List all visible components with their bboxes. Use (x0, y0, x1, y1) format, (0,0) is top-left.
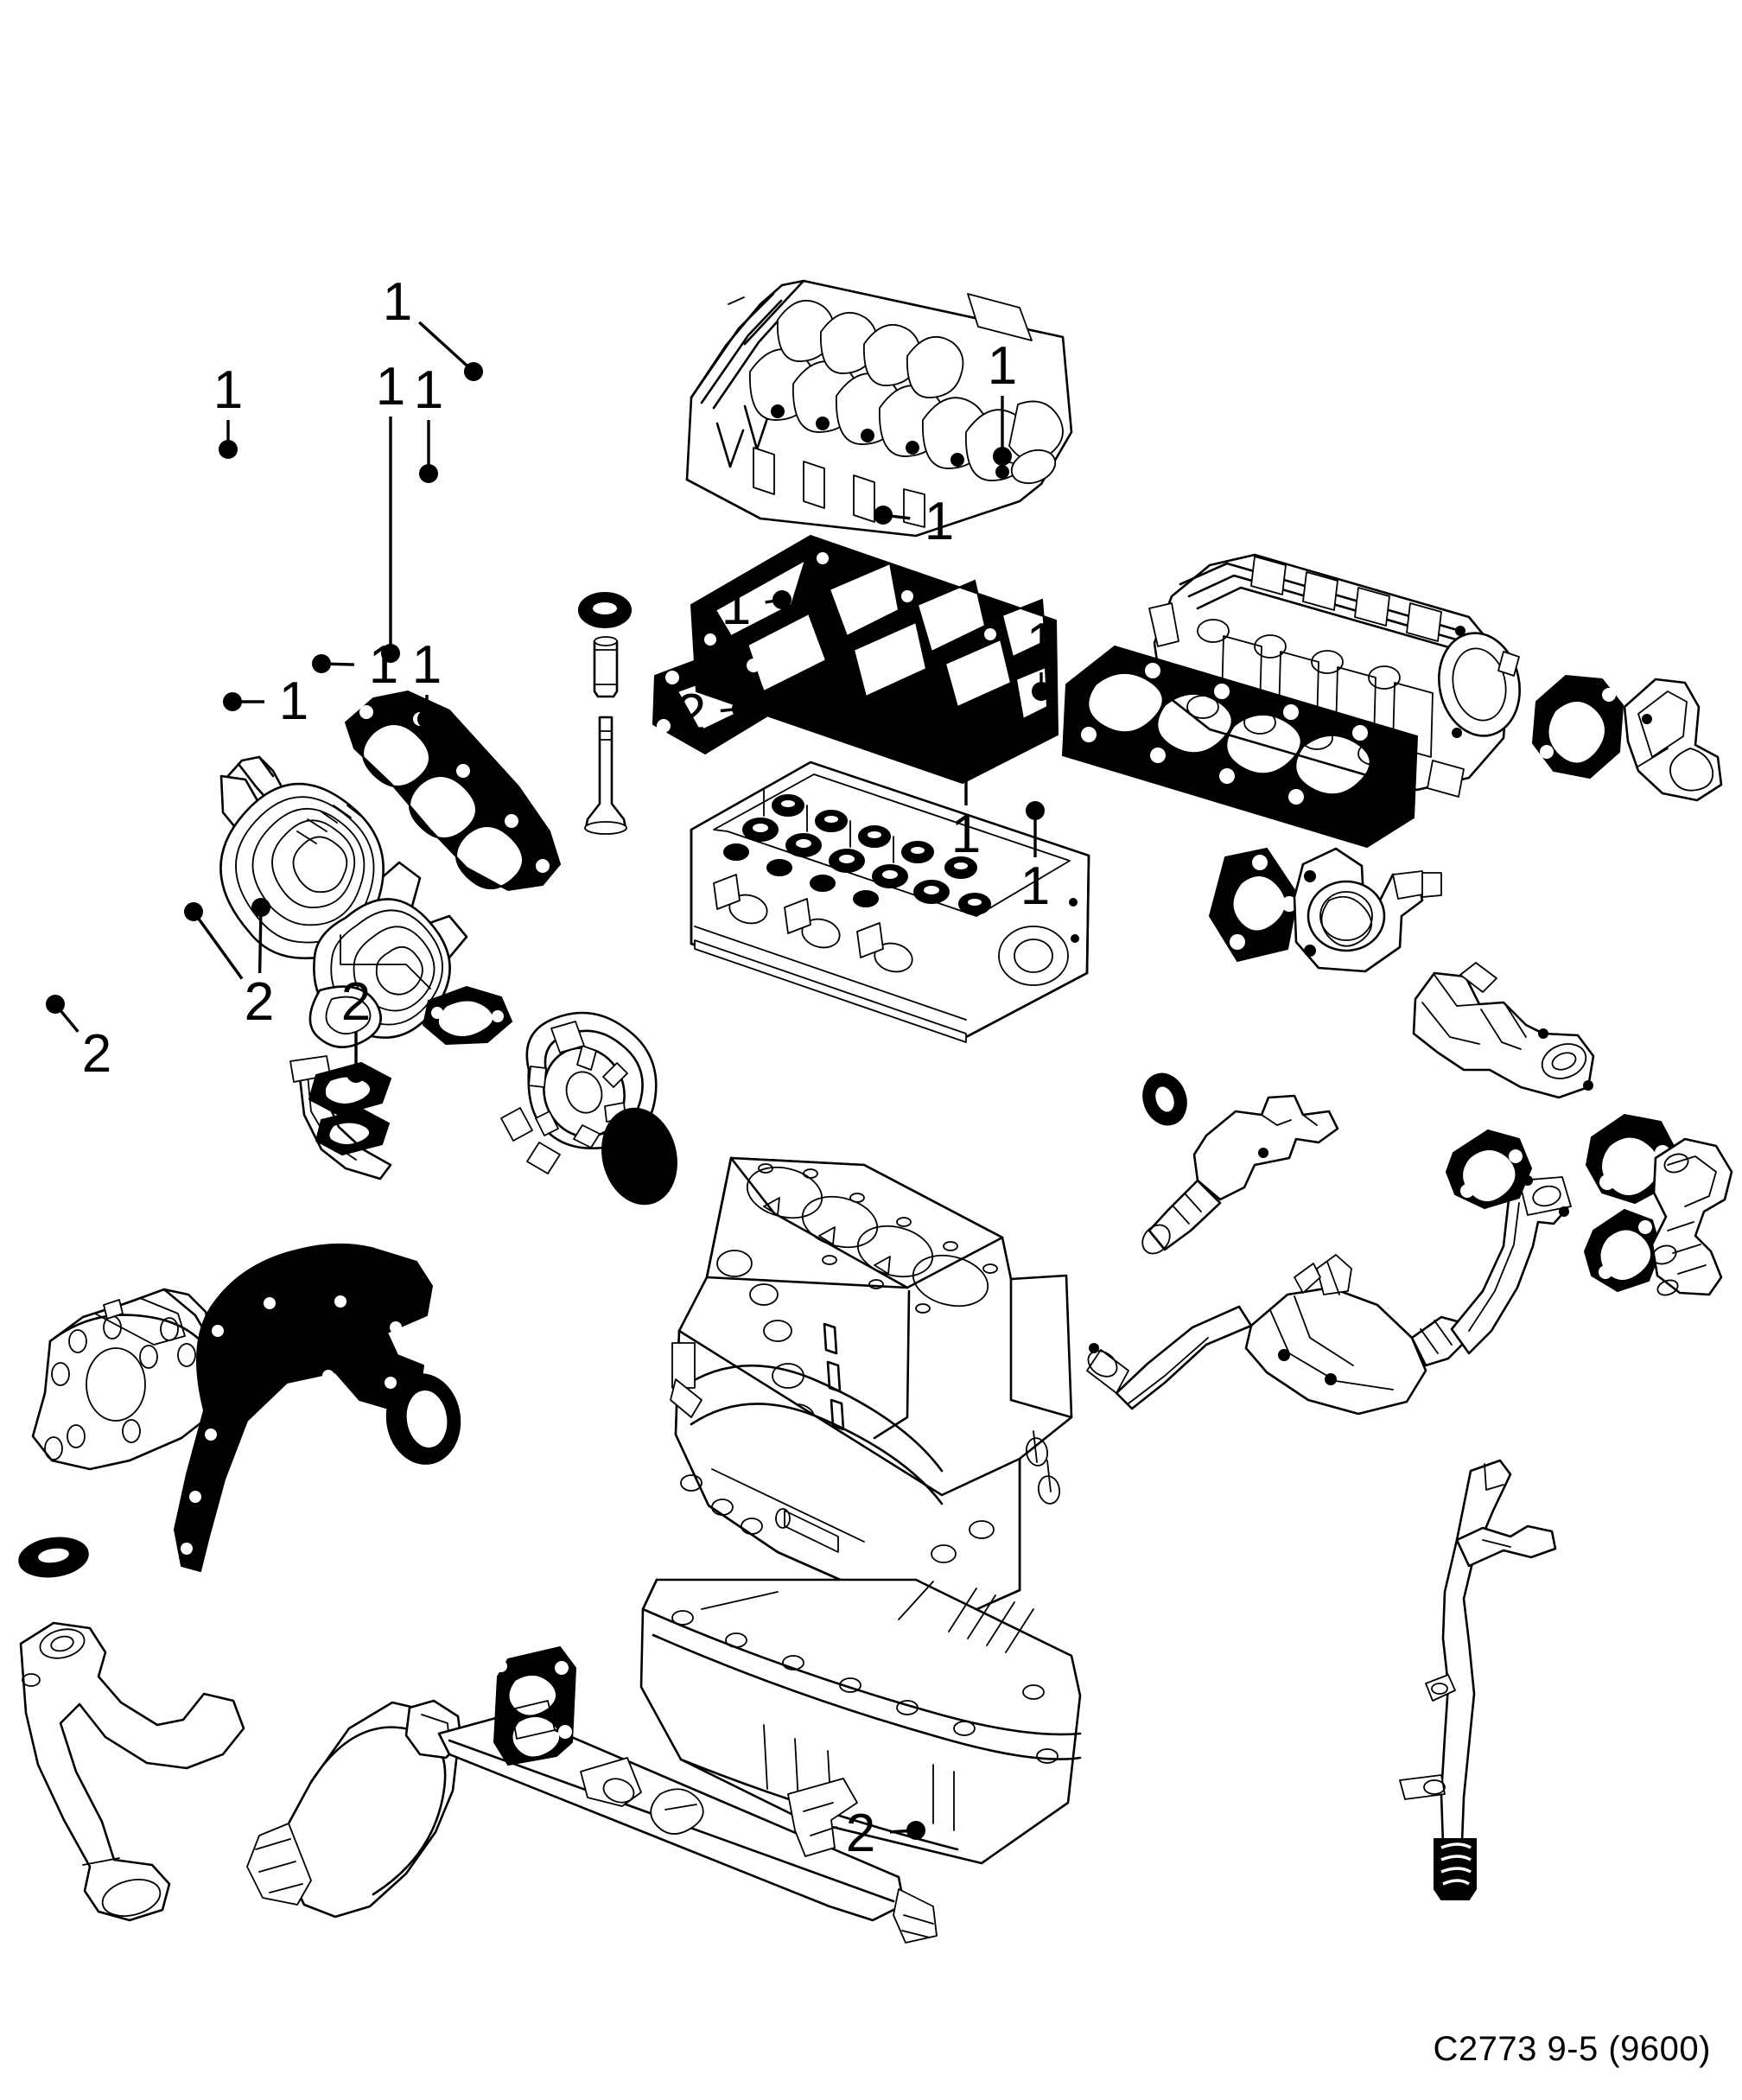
callout-anchor-dot (957, 751, 976, 770)
callout-number: 1 (368, 635, 399, 695)
part-oil-pan (639, 1578, 1082, 1865)
part-egr-cooler (1244, 1254, 1467, 1416)
callout-leader-lines (46, 321, 1051, 1840)
callout-number: 1 (1026, 613, 1057, 672)
callout-anchor-dot (223, 692, 242, 711)
part-vacuum-pump-gasket (1208, 847, 1300, 963)
part-injector (1141, 1094, 1339, 1255)
callout-number: 1 (924, 492, 955, 551)
part-oil-return-pipe (246, 1699, 938, 1944)
callout-number: 1 (375, 357, 406, 417)
part-turbocharger (219, 755, 468, 1180)
callout-number: 2 (244, 972, 275, 1032)
part-thermostat-housing (1623, 678, 1723, 802)
part-camshaft-carrier-cover (685, 279, 1073, 538)
callout-number: 1 (721, 576, 752, 636)
callout-number: 2 (676, 684, 707, 743)
callout-anchor-dot (312, 654, 331, 673)
part-cam-cover-gasket (690, 534, 1059, 785)
part-front-cover-gasket (174, 1243, 433, 1572)
callout-anchor-dot (874, 506, 893, 525)
part-intake-manifold-face-gasket (1531, 674, 1624, 780)
callout-number: 2 (340, 972, 372, 1032)
part-valve-stem-seal (578, 592, 632, 628)
callout-number: 1 (1020, 856, 1051, 916)
callout-number: 1 (413, 360, 444, 420)
callout-number: 1 (987, 336, 1018, 396)
part-water-pump (500, 1011, 658, 1174)
callout-anchor-dot (346, 1064, 366, 1083)
callout-number: 1 (382, 272, 413, 332)
part-engine-block (670, 1156, 1073, 1626)
part-valve-guide (593, 636, 619, 698)
callout-leader-line (257, 907, 263, 974)
part-intake-manifold-gasket-right (1061, 645, 1419, 849)
part-intake-port-gasket (652, 640, 772, 755)
part-egr-pipe (1086, 1175, 1572, 1410)
callout-anchor-dot (419, 464, 438, 483)
part-front-cover (31, 1288, 216, 1471)
part-turbo-oil-feed-gasket (308, 1061, 392, 1156)
part-water-pump-o-ring (601, 1107, 677, 1206)
callout-anchor-dot (772, 590, 792, 609)
callout-anchor-dot (251, 898, 270, 917)
part-egr-cooler-gasket (1445, 1129, 1533, 1210)
part-crankshaft-front-seal (385, 1373, 461, 1465)
callout-anchor-dot (219, 440, 238, 459)
callout-anchor-dot (993, 447, 1012, 466)
sheet-caption: C2773 9-5 (9600) (1433, 2030, 1711, 2068)
callout-number: 2 (81, 1024, 112, 1084)
callout-anchor-dot (1026, 801, 1045, 820)
part-egr-valve (1412, 962, 1595, 1099)
part-valve (584, 716, 627, 835)
callout-number: 2 (845, 1804, 876, 1863)
part-egr-outlet-elbow (1650, 1137, 1733, 1296)
callout-anchor-dot (417, 710, 436, 729)
callout-anchor-dot (906, 1821, 925, 1840)
callout-number: 1 (213, 360, 244, 420)
part-egr-valve-gasket (1583, 1208, 1663, 1293)
callout-leader-line (418, 321, 475, 373)
callout-number: 1 (411, 635, 442, 695)
callout-anchor-dot (381, 644, 400, 663)
part-dipstick-tube-seal (1434, 1838, 1477, 1900)
callout-number: 2 (244, 972, 275, 1032)
callout-anchor-dot (184, 902, 203, 921)
part-dipstick-tube (1399, 1459, 1557, 1846)
part-cylinder-head (690, 760, 1090, 1043)
callout-anchor-dot (1032, 682, 1051, 701)
part-turbo-outlet-gasket (340, 934, 513, 1046)
part-vacuum-pump (1293, 847, 1442, 973)
callout-anchor-dot (464, 362, 483, 381)
part-oil-pipe-o-ring (18, 1537, 89, 1578)
callout-number: 1 (278, 671, 309, 731)
part-injector-seal-washer (1142, 1072, 1187, 1126)
callout-anchor-dot (46, 995, 65, 1014)
callout-number: 1 (950, 805, 982, 864)
part-oil-pickup-pipe (19, 1621, 245, 1922)
callout-anchor-dot (732, 699, 751, 718)
part-oil-cooler-gasket (493, 1645, 577, 1766)
callout-leader-line (192, 911, 244, 980)
